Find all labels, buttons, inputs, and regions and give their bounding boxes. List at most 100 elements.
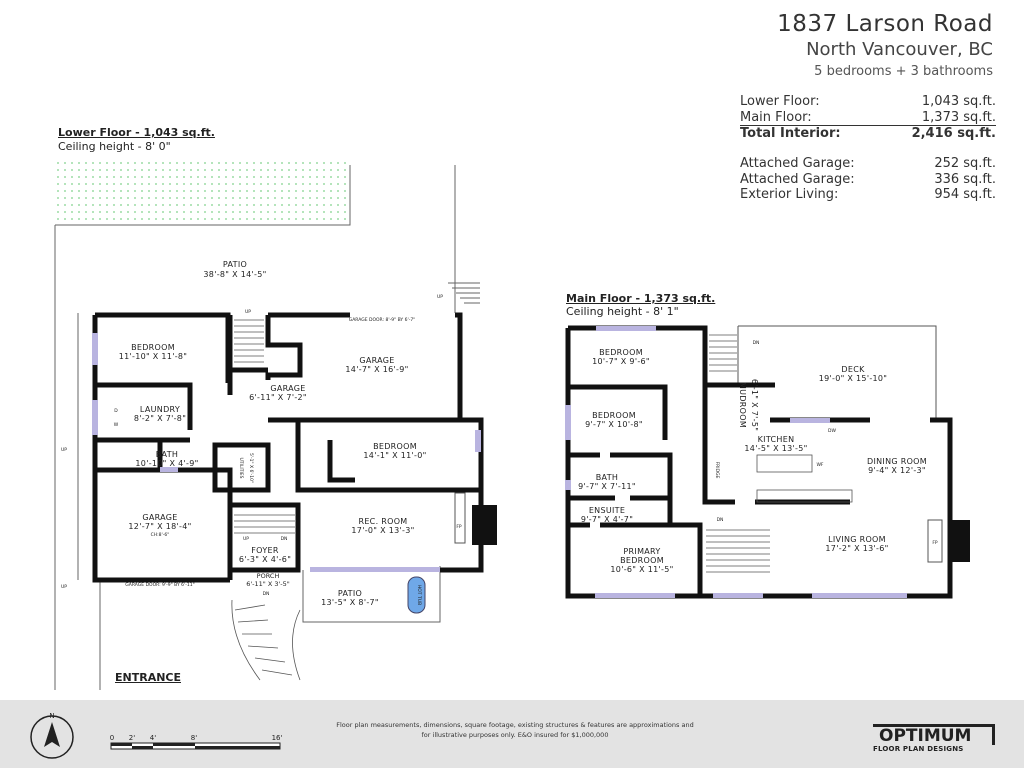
stat-value: 1,043 sq.ft. (921, 94, 996, 109)
room-name: BEDROOM (599, 348, 643, 357)
scale-tick: 2' (129, 734, 135, 742)
room-name: PATIO (338, 589, 362, 598)
stat-value: 954 sq.ft. (934, 187, 996, 202)
room-dim: 9'-7" X 10'-8" (585, 420, 643, 429)
room-name: PRIMARY (623, 547, 660, 556)
wine-fridge-label: WF (816, 462, 823, 468)
room-name: MUDROOM (738, 382, 747, 428)
stat-value: 336 sq.ft. (934, 171, 996, 187)
fridge-label: FRIDGE (714, 462, 720, 479)
stat-label: Main Floor: (740, 109, 812, 125)
compass-and-scale: N 0 2' 4' 8' 16' (30, 712, 283, 759)
stair-dn-label: DN (281, 536, 288, 542)
lower-fireplace (472, 505, 497, 545)
room-dim: 14'-7" X 16'-9" (345, 365, 408, 374)
main-stairs (706, 334, 853, 573)
stat-row: Exterior Living: 954 sq.ft. (740, 187, 996, 203)
hot-tub (407, 576, 426, 614)
scale-tick: 16' (272, 734, 283, 742)
disclaimer: Floor plan measurements, dimensions, squ… (300, 720, 730, 740)
room-dim: 13'-5" X 8'-7" (321, 598, 379, 607)
floor-plan: HOT TUB PATIO 38'-8" X 14'-5" BEDROOM 11… (54, 160, 970, 690)
area-table: Lower Floor: 1,043 sq.ft. Main Floor:1,37… (740, 94, 996, 141)
main-floor-ceiling: Ceiling height - 8' 1" (566, 305, 679, 318)
scale-tick: 4' (150, 734, 156, 742)
disclaimer-line: for illustrative purposes only. E&O insu… (421, 731, 609, 739)
entrance-label: ENTRANCE (115, 671, 181, 684)
property-address: 1837 Larson Road (777, 11, 993, 37)
washer-label: W (114, 422, 119, 428)
fireplace-label: FP (932, 540, 938, 546)
stair-up-label: UP (245, 309, 251, 315)
scale-tick: 8' (191, 734, 197, 742)
fireplace-label: FP (456, 524, 462, 530)
room-dim: 17'-2" X 13'-6" (825, 544, 888, 553)
room-dim: 5'-1" X 6'-10" (248, 453, 254, 483)
room-name: FOYER (251, 546, 279, 555)
main-windows (565, 326, 907, 598)
room-dim: 9'-7" X 7'-11" (578, 482, 636, 491)
stat-label: Total Interior: (740, 126, 841, 141)
room-name: GARAGE (359, 356, 394, 365)
hot-tub-label: HOT TUB (416, 585, 422, 605)
optimum-logo: OPTIMUM FLOOR PLAN DESIGNS (873, 724, 995, 753)
room-dim: 6'-3" X 4'-6" (239, 555, 291, 564)
room-dim: 12'-7" X 18'-4" (128, 522, 191, 531)
stair-up-label: UP (437, 294, 443, 300)
lower-floor-ceiling: Ceiling height - 8' 0" (58, 140, 171, 153)
room-name: UTILITIES (238, 458, 244, 479)
stat-label: Attached Garage: (740, 156, 855, 171)
stair-up-label: UP (243, 536, 249, 542)
room-name: LIVING ROOM (828, 535, 886, 544)
room-name: BATH (156, 450, 178, 459)
stair-up-label: UP (61, 584, 67, 590)
room-dim: 38'-8" X 14'-5" (203, 270, 266, 279)
main-room-labels: BEDROOM 10'-7" X 9'-6" BEDROOM 9'-7" X 1… (578, 340, 938, 574)
stat-label: Attached Garage: (740, 171, 855, 187)
lower-patio-outline (54, 165, 480, 690)
garage-door-label: GARAGE DOOR: 8'-9" BY 6'-7" (349, 317, 416, 323)
room-name: BEDROOM (131, 343, 175, 352)
room-dim: 9'-7" X 4'-7" (581, 515, 633, 524)
stair-dn-label: DN (263, 591, 270, 597)
room-name: KITCHEN (758, 435, 795, 444)
disclaimer-line: Floor plan measurements, dimensions, squ… (336, 721, 694, 729)
room-dim: 9'-4" X 12'-3" (868, 466, 926, 475)
footer: N 0 2' 4' 8' 16' Floor plan measurements… (0, 700, 1024, 768)
deck-outline (737, 325, 937, 420)
room-name: GARAGE (142, 513, 177, 522)
stat-label: Lower Floor: (740, 94, 820, 109)
stat-row: Lower Floor: 1,043 sq.ft. (740, 94, 996, 110)
stair-up-label: UP (61, 447, 67, 453)
stair-dn-label: DN (753, 340, 760, 346)
stat-label: Exterior Living: (740, 187, 839, 202)
stat-row: Attached Garage: 336 sq.ft. (740, 172, 996, 188)
room-name: ENSUITE (589, 506, 625, 515)
room-name: LAUNDRY (140, 405, 180, 414)
room-name: DECK (841, 365, 865, 374)
main-fp-hearth (927, 519, 943, 563)
room-dim: 6'-11" X 3'-5" (246, 580, 290, 588)
room-name: BEDROOM (373, 442, 417, 451)
stat-row-total: Total Interior:2,416 sq.ft. (740, 125, 996, 141)
property-city: North Vancouver, BC (806, 39, 993, 60)
logo-bottom: FLOOR PLAN DESIGNS (873, 745, 964, 753)
stat-value: 252 sq.ft. (934, 156, 996, 171)
stat-row: Main Floor:1,373 sq.ft. (740, 110, 996, 126)
lower-fp-hearth (454, 492, 466, 544)
main-floor-title: Main Floor - 1,373 sq.ft. (566, 292, 716, 305)
room-dim: 10'-10" X 4'-9" (135, 459, 198, 468)
lawn-area (57, 160, 350, 225)
room-dim: 6'-11" X 7'-2" (249, 393, 307, 402)
exterior-table: Attached Garage: 252 sq.ft. Attached Gara… (740, 156, 996, 203)
room-name: PORCH (257, 572, 280, 580)
scale-tick: 0 (110, 734, 114, 742)
lower-windows (92, 333, 481, 572)
room-dim: 14'-1" X 11'-0" (363, 451, 426, 460)
stair-dn-label: DN (717, 517, 724, 523)
ceiling-note: CH:8'-6" (151, 532, 170, 538)
room-name: BEDROOM (592, 411, 636, 420)
dishwasher-label: DW (828, 428, 836, 434)
stat-row: Attached Garage: 252 sq.ft. (740, 156, 996, 172)
garage-door-label: GARAGE DOOR: 9'-9" BY 6'-11" (125, 582, 194, 588)
